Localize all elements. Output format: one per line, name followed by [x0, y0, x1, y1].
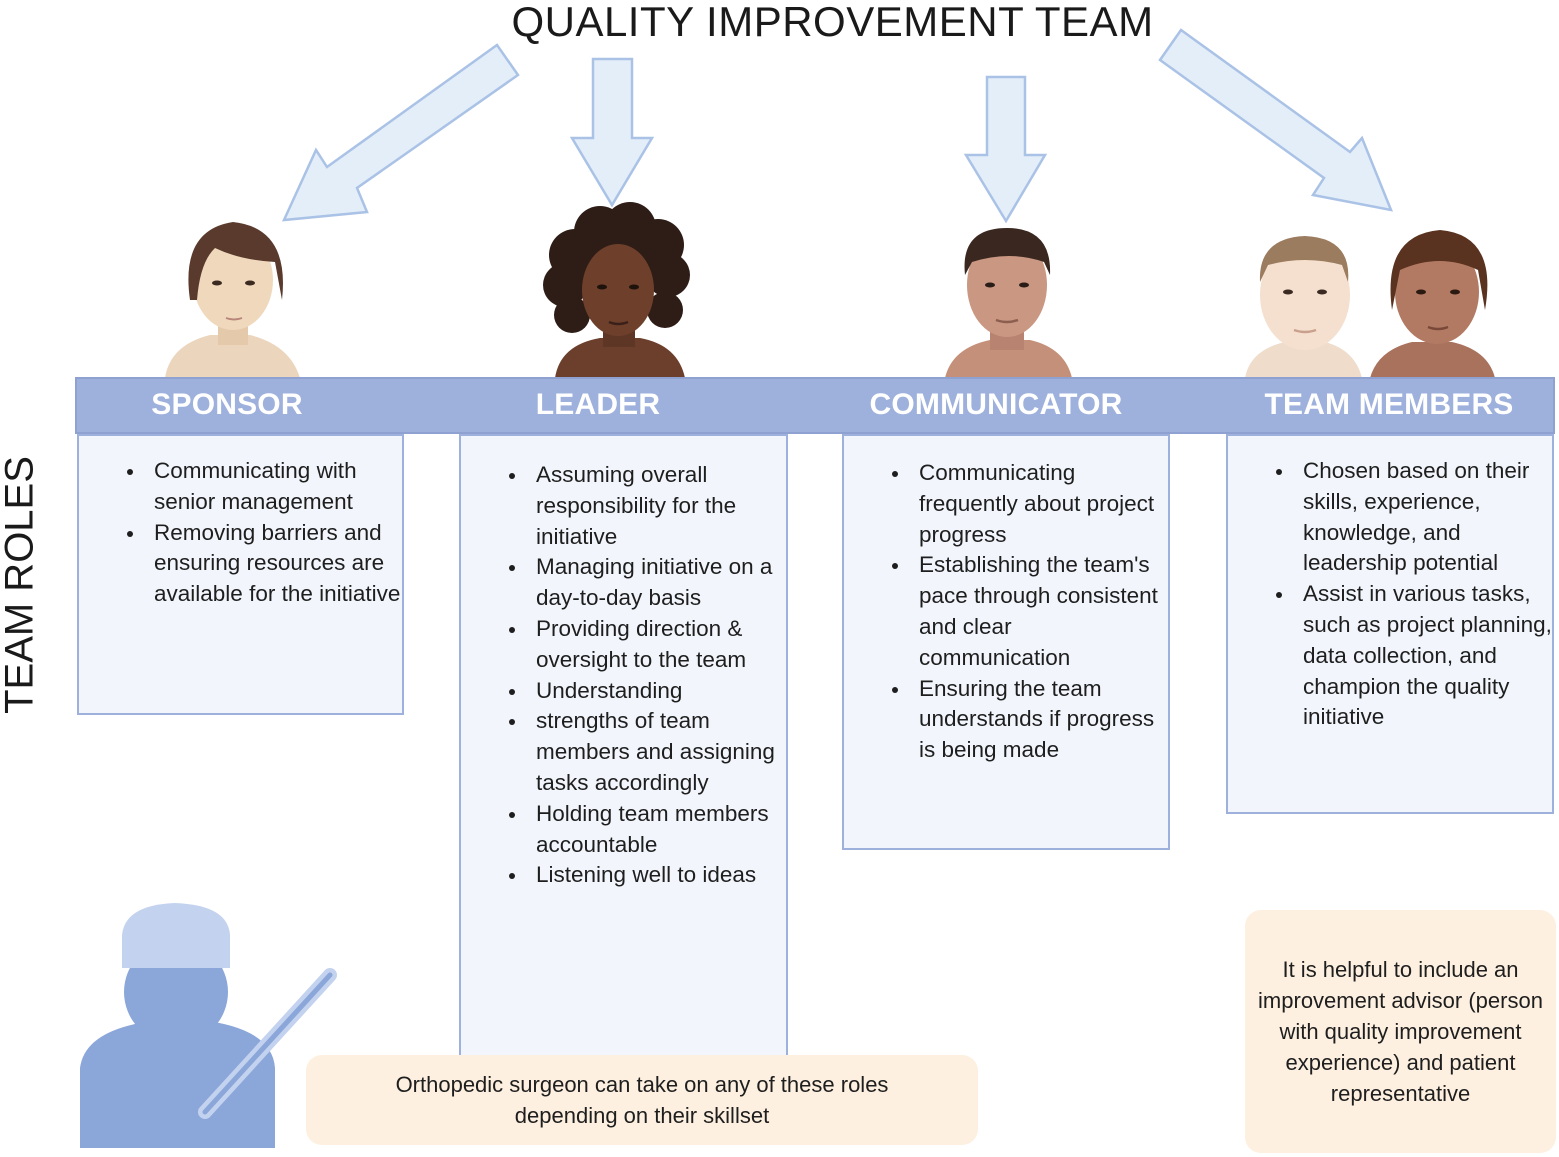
leader-bullet: Holding team members accountable	[509, 799, 786, 861]
sponsor-box: Communicating with senior management Rem…	[77, 434, 404, 715]
sponsor-bullet: Communicating with senior management	[127, 456, 402, 518]
leader-bullet: Providing direction & oversight to the t…	[509, 614, 786, 676]
leader-bullet: Assuming overall responsibility for the …	[509, 460, 786, 552]
arrow-to-sponsor-icon	[281, 43, 520, 222]
leader-bullet: Managing initiative on a day-to-day basi…	[509, 552, 786, 614]
role-title-team-members: TEAM MEMBERS	[1264, 388, 1514, 421]
leader-bullet: Understanding	[509, 676, 786, 707]
surgeon-icon	[80, 903, 337, 1148]
advisor-note: It is helpful to include an improvement …	[1245, 910, 1556, 1153]
role-title-sponsor: SPONSOR	[151, 388, 303, 421]
role-title-communicator: COMMUNICATOR	[869, 388, 1123, 421]
communicator-box: Communicating frequently about project p…	[842, 434, 1170, 850]
communicator-bullet: Ensuring the team understands if progres…	[892, 674, 1168, 766]
arrow-to-team-members-icon	[1158, 28, 1394, 212]
advisor-note-text: It is helpful to include an improvement …	[1258, 957, 1543, 1106]
arrow-to-leader-icon	[569, 57, 655, 208]
leader-box: Assuming overall responsibility for the …	[459, 434, 788, 1059]
sponsor-bullet: Removing barriers and ensuring resources…	[127, 518, 402, 610]
communicator-avatar	[945, 228, 1072, 378]
team-members-bullet: Assist in various tasks, such as project…	[1276, 579, 1552, 733]
team-member-2-avatar	[1370, 230, 1495, 378]
communicator-bullet: Establishing the team's pace through con…	[892, 550, 1168, 673]
team-members-box: Chosen based on their skills, experience…	[1226, 434, 1554, 814]
roles-header-bar	[75, 377, 1555, 434]
arrow-to-communicator-icon	[963, 75, 1048, 224]
team-member-1-avatar	[1245, 236, 1362, 378]
leader-bullet: Listening well to ideas	[509, 860, 786, 891]
role-title-leader: LEADER	[535, 388, 661, 421]
team-members-bullet: Chosen based on their skills, experience…	[1276, 456, 1552, 579]
surgeon-note: Orthopedic surgeon can take on any of th…	[306, 1055, 978, 1145]
diagram-title: QUALITY IMPROVEMENT TEAM	[511, 0, 1154, 45]
leader-bullet: strengths of team members and assigning …	[509, 706, 786, 798]
leader-avatar	[543, 202, 690, 378]
surgeon-note-text: Orthopedic surgeon can take on any of th…	[395, 1072, 889, 1128]
communicator-bullet: Communicating frequently about project p…	[892, 458, 1168, 550]
sponsor-avatar	[165, 222, 300, 378]
